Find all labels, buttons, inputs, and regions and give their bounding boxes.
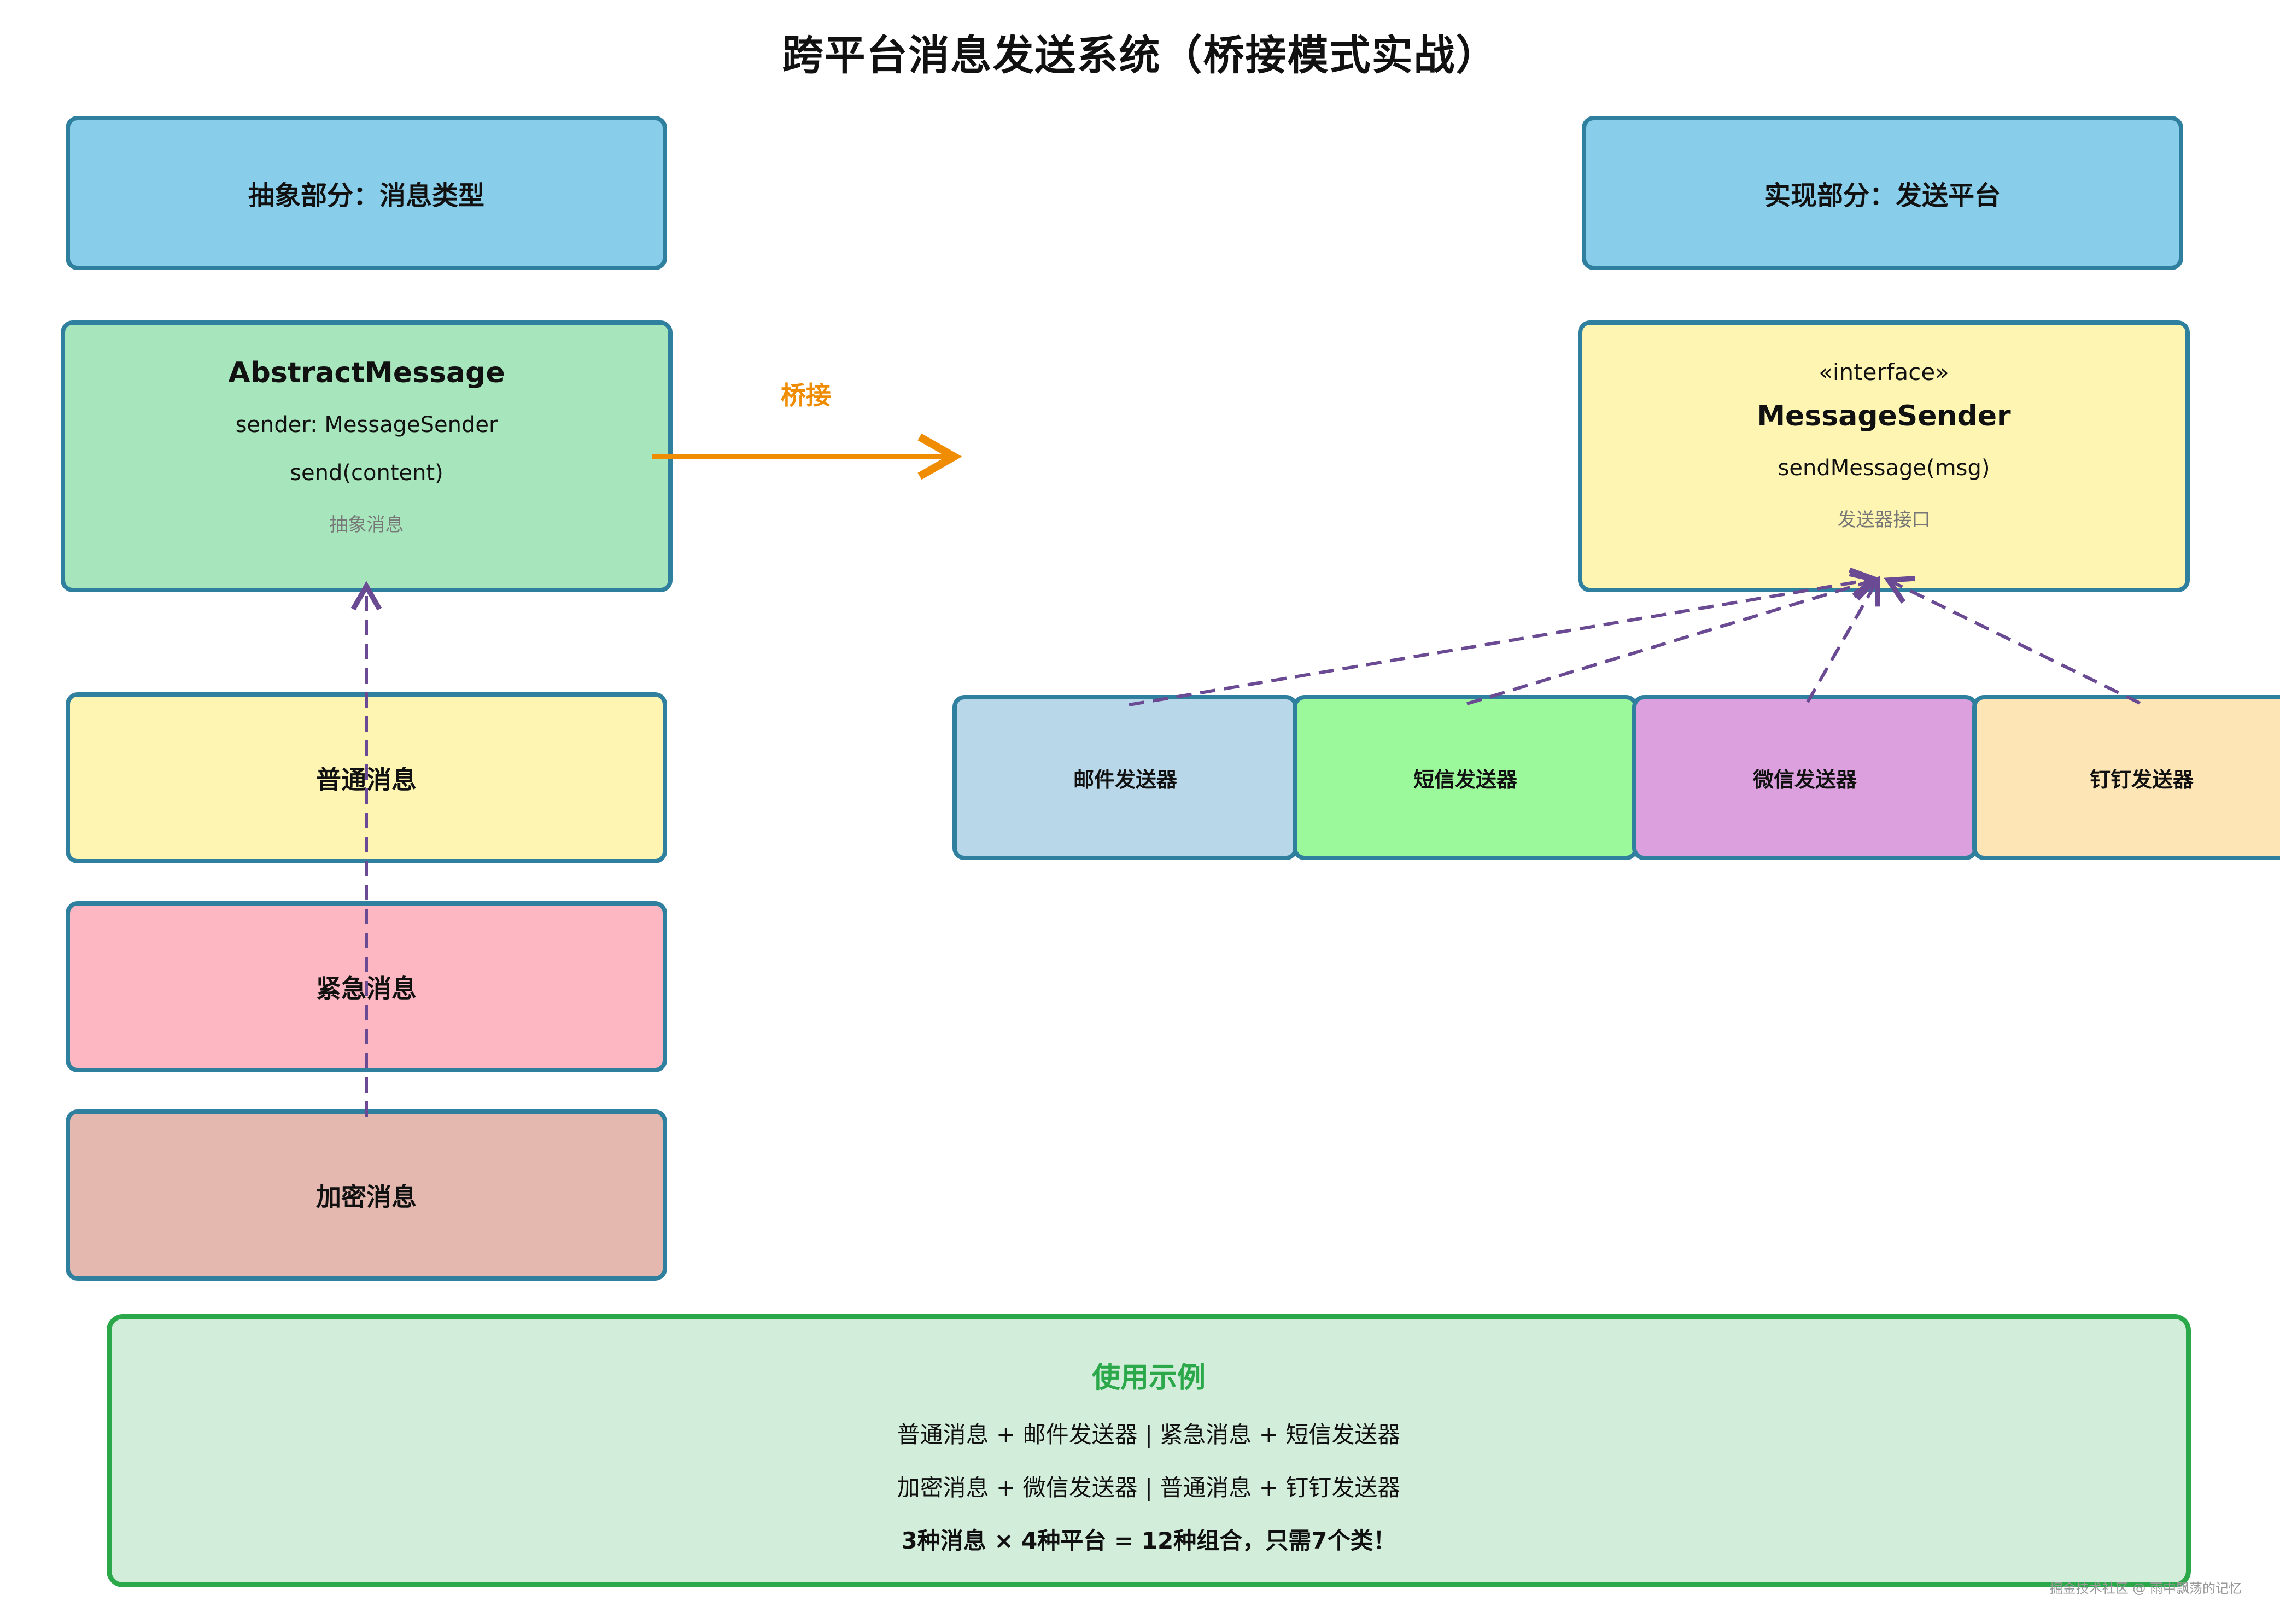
platform-sms-sender: 短信发送器: [1293, 695, 1638, 860]
impl-arrow-dingtalk: [1884, 576, 2141, 705]
platform-sms-label: 短信发送器: [1413, 767, 1517, 792]
subclass-encrypted-label: 加密消息: [316, 1182, 417, 1212]
impl-arrow-email: [1129, 567, 1880, 706]
interface-stereotype: «interface»: [1819, 359, 1949, 385]
usage-line-2: 加密消息 + 微信发送器 | 普通消息 + 钉钉发送器: [897, 1474, 1401, 1501]
platform-email-sender: 邮件发送器: [952, 695, 1298, 860]
platform-wechat-label: 微信发送器: [1752, 767, 1857, 792]
message-sender-method: sendMessage(msg): [1778, 455, 1990, 481]
implementation-header: 实现部分：发送平台: [1582, 116, 2183, 270]
implementation-header-label: 实现部分：发送平台: [1764, 180, 2001, 211]
usage-example-panel: 使用示例 普通消息 + 邮件发送器 | 紧急消息 + 短信发送器 加密消息 + …: [107, 1314, 2191, 1587]
abstraction-header: 抽象部分：消息类型: [66, 116, 667, 270]
abstract-message-method: send(content): [290, 460, 443, 486]
abstract-message-field: sender: MessageSender: [235, 412, 498, 437]
usage-line-1: 普通消息 + 邮件发送器 | 紧急消息 + 短信发送器: [897, 1421, 1401, 1448]
diagram-title: 跨平台消息发送系统（桥接模式实战）: [782, 31, 1498, 79]
platform-dingtalk-label: 钉钉发送器: [2089, 767, 2194, 792]
message-sender-name: MessageSender: [1757, 400, 2011, 433]
impl-arrow-sms: [1466, 571, 1881, 705]
abstract-message-name: AbstractMessage: [228, 357, 505, 389]
usage-summary: 3种消息 × 4种平台 = 12种组合，只需7个类！: [901, 1527, 1396, 1554]
abstract-message-note: 抽象消息: [329, 514, 404, 536]
message-sender-note: 发送器接口: [1837, 509, 1931, 531]
watermark: 掘金技术社区 @ 雨中飘荡的记忆: [2049, 1581, 2242, 1596]
platform-email-label: 邮件发送器: [1073, 767, 1177, 792]
abstraction-header-label: 抽象部分：消息类型: [248, 180, 484, 211]
usage-title: 使用示例: [1091, 1362, 1206, 1394]
bridge-label: 桥接: [781, 381, 831, 410]
platform-dingtalk-sender: 钉钉发送器: [1972, 695, 2280, 860]
abstract-message-class: AbstractMessage sender: MessageSender se…: [61, 320, 673, 592]
platform-wechat-sender: 微信发送器: [1632, 695, 1978, 860]
